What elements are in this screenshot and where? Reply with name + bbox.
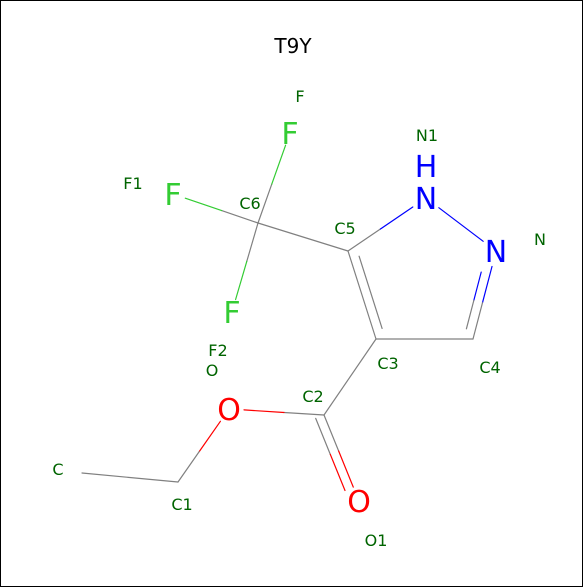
- bond-C1-C: [81, 472, 179, 483]
- atom-label-N1: N1: [416, 126, 438, 145]
- bond-C6-F1-b: [184, 197, 223, 212]
- bond-C3-C5: [347, 250, 377, 340]
- atom-label-C4: C4: [479, 358, 500, 377]
- bond-N1-N: [438, 207, 484, 242]
- bond-C2-O1-b: [338, 450, 354, 488]
- bond-C3-C5-inner: [358, 255, 383, 329]
- atom-symbol-O: O: [217, 393, 241, 428]
- atom-label-O: O: [206, 361, 219, 380]
- atom-label-C1: C1: [171, 495, 192, 514]
- bond-N-C4-inner-a: [473, 271, 482, 302]
- atom-symbol-N1: N: [415, 182, 437, 217]
- bond-C5-N1-b: [379, 206, 414, 230]
- bond-C6-F-b: [271, 144, 287, 185]
- bond-C5-N1-a: [347, 228, 381, 252]
- atom-label-F1: F1: [123, 174, 142, 193]
- bond-C2-O-b: [243, 409, 285, 414]
- bond-N-C4-a: [481, 265, 493, 304]
- bonds-layer: [81, 144, 493, 492]
- atom-symbol-N: N: [485, 235, 507, 270]
- atom-symbol-F: F: [281, 117, 298, 152]
- bond-N-C4-inner-b: [465, 299, 475, 330]
- hydrogen-symbol-N1: H: [415, 150, 438, 185]
- atom-label-F2: F2: [208, 341, 227, 360]
- atom-label-N: N: [534, 230, 546, 249]
- atom-label-O1: O1: [365, 531, 388, 550]
- bond-O-C1-a: [198, 420, 221, 453]
- bond-C3-C2: [323, 338, 377, 416]
- atom-symbol-F1: F: [164, 178, 181, 213]
- bond-C6-F-a: [257, 183, 273, 224]
- atom-label-C2: C2: [302, 387, 323, 406]
- bond-C6-F2-b: [235, 260, 248, 301]
- bond-C6-F1-a: [221, 210, 259, 224]
- atom-label-C6: C6: [239, 194, 260, 213]
- bond-C2-O1-second-b: [329, 453, 346, 492]
- atom-label-C3: C3: [377, 354, 398, 373]
- atom-label-C: C: [52, 460, 63, 479]
- bond-C2-O1-second-a: [315, 417, 331, 455]
- atom-symbol-O1: O: [347, 485, 371, 520]
- bond-O-C1-b: [177, 451, 200, 483]
- bond-C2-O-a: [283, 411, 325, 416]
- bond-C5-C6: [257, 222, 349, 252]
- bond-N-C4-b: [472, 302, 484, 340]
- bond-C6-F2-a: [246, 222, 259, 262]
- molecule-title: T9Y: [273, 34, 312, 58]
- atom-label-C5: C5: [334, 219, 355, 238]
- bond-C2-O1-a: [323, 414, 340, 452]
- atom-label-F: F: [295, 87, 304, 106]
- atom-symbol-F2: F: [223, 296, 240, 331]
